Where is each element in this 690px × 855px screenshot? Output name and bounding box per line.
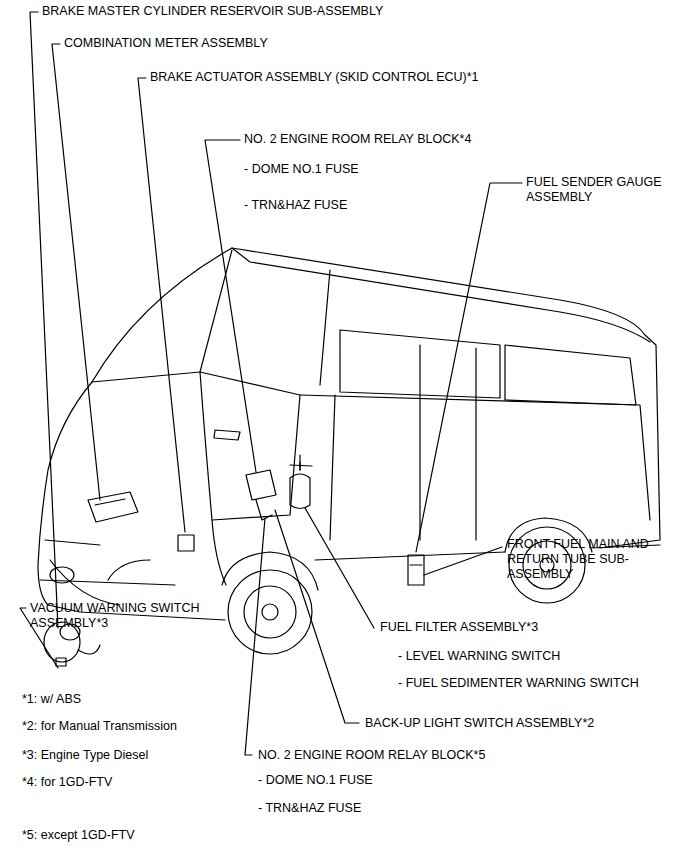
part-label: BRAKE MASTER CYLINDER RESERVOIR SUB-ASSE… xyxy=(42,4,383,19)
part-label: COMBINATION METER ASSEMBLY xyxy=(64,36,268,51)
part-label: - FUEL SEDIMENTER WARNING SWITCH xyxy=(398,676,639,691)
part-label: FUEL SENDER GAUGE ASSEMBLY xyxy=(526,175,686,205)
part-label: NO. 2 ENGINE ROOM RELAY BLOCK*4 xyxy=(244,132,471,147)
part-label: FUEL FILTER ASSEMBLY*3 xyxy=(380,620,538,635)
footnote: *5: except 1GD-FTV xyxy=(22,828,135,843)
part-label: - TRN&HAZ FUSE xyxy=(258,801,361,816)
footnote: *1: w/ ABS xyxy=(22,692,81,707)
part-label: NO. 2 ENGINE ROOM RELAY BLOCK*5 xyxy=(258,748,485,763)
footnote: *2: for Manual Transmission xyxy=(22,719,177,734)
part-label: VACUUM WARNING SWITCH ASSEMBLY*3 xyxy=(30,601,230,631)
part-label: - LEVEL WARNING SWITCH xyxy=(398,649,560,664)
part-label: - DOME NO.1 FUSE xyxy=(258,773,373,788)
part-label: BRAKE ACTUATOR ASSEMBLY (SKID CONTROL EC… xyxy=(150,70,479,85)
part-label: FRONT FUEL MAIN AND RETURN TUBE SUB-ASSE… xyxy=(507,537,657,582)
part-label: - TRN&HAZ FUSE xyxy=(244,198,347,213)
footnote: *3: Engine Type Diesel xyxy=(22,748,148,763)
part-label: BACK-UP LIGHT SWITCH ASSEMBLY*2 xyxy=(365,716,594,731)
footnote: *4: for 1GD-FTV xyxy=(22,775,112,790)
part-label: - DOME NO.1 FUSE xyxy=(244,162,359,177)
